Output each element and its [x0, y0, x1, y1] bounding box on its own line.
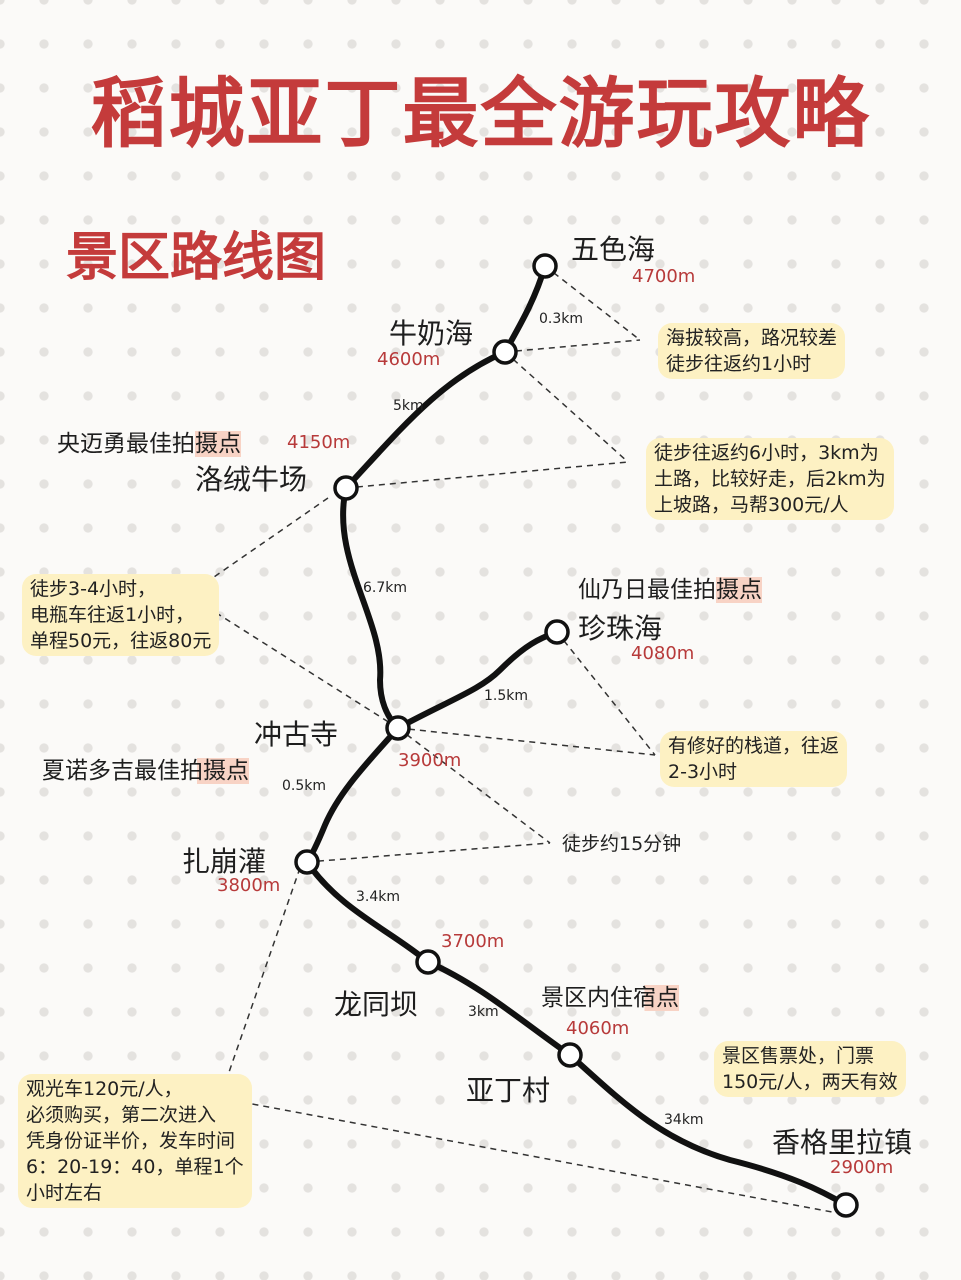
- stop-alt-wuse: 4700m: [632, 266, 696, 287]
- station-marker-niunai: [492, 339, 518, 365]
- stop-alt-xianggelila: 2900m: [830, 1157, 894, 1178]
- stop-name-longtong: 龙同坝: [334, 988, 419, 1021]
- note-bus: 观光车120元/人， 必须购买，第二次进入 凭身份证半价，发车时间 6：20-1…: [18, 1074, 252, 1208]
- stop-name-luorong: 洛绒牛场: [195, 463, 308, 496]
- note-line: 上坡路，马帮300元/人: [654, 494, 849, 516]
- stop-alt-yading: 4060m: [566, 1018, 630, 1039]
- distance-label: 0.3km: [539, 311, 584, 327]
- distance-label: 3km: [468, 1004, 499, 1020]
- page-title: 稻城亚丁最全游玩攻略: [90, 69, 871, 158]
- route-segment: [340, 485, 401, 731]
- stop-alt-longtong: 3700m: [441, 931, 505, 952]
- photo-spot-chonggu: 夏诺多吉最佳拍摄点: [42, 751, 249, 785]
- distance-label: 34km: [664, 1112, 704, 1128]
- photo-spot-label: 仙乃日最佳拍摄点: [578, 577, 762, 603]
- route-segment: [502, 263, 548, 355]
- route-lines: [304, 263, 849, 1208]
- note-line: 单程50元，往返80元: [30, 630, 212, 652]
- leader-lines: [187, 265, 833, 1213]
- note-line: 2-3小时: [668, 761, 738, 783]
- route-segment: [343, 349, 508, 491]
- note-line: 电瓶车往返1小时，: [30, 604, 195, 626]
- leader-line: [556, 631, 656, 756]
- note-ticket: 景区售票处，门票 150元/人，两天有效: [714, 1041, 906, 1097]
- note-zhenzhu: 有修好的栈道，往返 2-3小时: [660, 731, 848, 787]
- route-segment: [567, 1052, 849, 1208]
- note-line: 徒步3-4小时，: [30, 578, 157, 600]
- station-marker-xianggelila: [833, 1192, 859, 1218]
- station-marker-wuse: [532, 253, 558, 279]
- station-marker-yading: [557, 1042, 583, 1068]
- note-line: 观光车120元/人，: [26, 1078, 183, 1100]
- route-segment: [395, 629, 560, 731]
- note-luorong: 徒步3-4小时， 电瓶车往返1小时， 单程50元，往返80元: [22, 574, 220, 656]
- stop-name-xianggelila: 香格里拉镇: [772, 1126, 913, 1159]
- stop-name-yading: 亚丁村: [466, 1074, 551, 1107]
- photo-spot-label: 央迈勇最佳拍摄点: [57, 431, 241, 457]
- stop-name-zhabeng: 扎崩灌: [182, 845, 267, 878]
- note-line: 景区售票处，门票: [722, 1045, 875, 1067]
- photo-spot-zhenzhu: 仙乃日最佳拍摄点: [578, 570, 762, 604]
- leader-line: [397, 727, 551, 844]
- distance-label: 0.5km: [282, 778, 327, 794]
- note-line: 土路，比较好走，后2km为: [654, 468, 886, 490]
- stop-name-chonggu: 冲古寺: [254, 718, 339, 751]
- note-line: 海拔较高，路况较差: [666, 327, 838, 349]
- leader-line: [187, 594, 399, 729]
- photo-spot-luorong: 央迈勇最佳拍摄点: [57, 424, 241, 458]
- stop-alt-zhenzhu: 4080m: [631, 643, 695, 664]
- note-niunai: 徒步往返约6小时，3km为 土路，比较好走，后2km为 上坡路，马帮300元/人: [646, 438, 894, 520]
- station-marker-longtong: [415, 949, 441, 975]
- station-marker-zhabeng: [294, 849, 320, 875]
- stop-alt-chonggu: 3900m: [398, 750, 462, 771]
- route-segment: [304, 859, 431, 965]
- station-marker-chonggu: [385, 715, 411, 741]
- leader-line: [504, 339, 641, 353]
- stop-name-wuse: 五色海: [571, 233, 656, 266]
- distance-label: 1.5km: [484, 688, 529, 704]
- route-segment: [425, 959, 573, 1058]
- station-marker-zhenzhu: [544, 619, 570, 645]
- note-line: 徒步约15分钟: [562, 833, 682, 855]
- note-line: 徒步往返约1小时: [666, 353, 812, 375]
- photo-spot-label: 夏诺多吉最佳拍摄点: [42, 758, 249, 784]
- note-line: 有修好的栈道，往返: [668, 735, 840, 757]
- stop-name-zhenzhu: 珍珠海: [578, 612, 663, 645]
- note-line: 必须购买，第二次进入: [26, 1104, 217, 1126]
- note-chonggu: 徒步约15分钟: [562, 831, 681, 857]
- leader-line: [219, 867, 301, 1099]
- note-line: 150元/人，两天有效: [722, 1071, 898, 1093]
- stop-alt-niunai: 4600m: [377, 349, 441, 370]
- leader-line: [544, 265, 641, 341]
- station-markers: [294, 253, 859, 1218]
- stop-name-niunai: 牛奶海: [389, 317, 474, 350]
- station-marker-luorong: [333, 475, 359, 501]
- leader-line: [504, 351, 629, 463]
- note-line: 6：20-19：40，单程1个: [26, 1156, 244, 1178]
- photo-spot-label: 景区内住宿点: [541, 985, 679, 1011]
- stop-alt-luorong: 4150m: [287, 432, 351, 453]
- leader-line: [306, 842, 551, 863]
- distance-label: 5km: [393, 398, 424, 414]
- note-wuse: 海拔较高，路况较差 徒步往返约1小时: [658, 323, 846, 379]
- page-subtitle: 景区路线图: [66, 228, 327, 288]
- distance-label: 3.4km: [356, 889, 401, 905]
- note-line: 小时左右: [26, 1182, 103, 1204]
- note-line: 徒步往返约6小时，3km为: [654, 442, 879, 464]
- leader-line: [345, 461, 629, 489]
- stop-alt-zhabeng: 3800m: [217, 875, 281, 896]
- distance-label: 6.7km: [363, 580, 408, 596]
- photo-spot-yading: 景区内住宿点: [541, 978, 679, 1012]
- note-line: 凭身份证半价，发车时间: [26, 1130, 236, 1152]
- leader-line: [219, 1097, 833, 1213]
